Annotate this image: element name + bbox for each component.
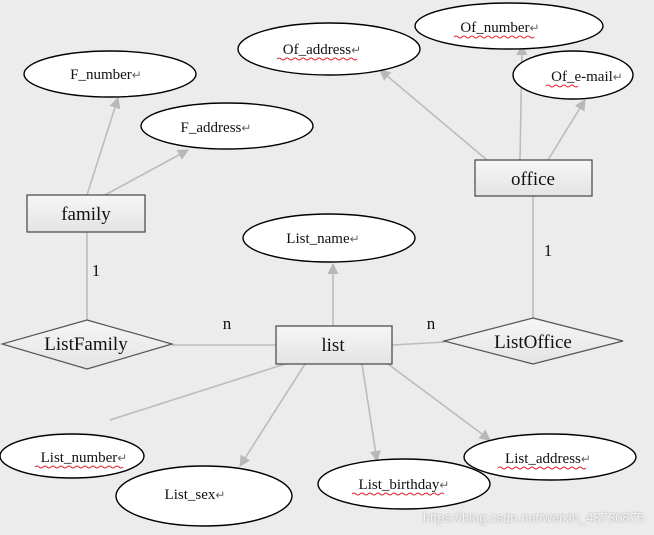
attr-of-email [512, 50, 634, 100]
paragraph-mark: ↵ [132, 68, 142, 82]
attr-list-number [0, 433, 145, 479]
line-office-ofemail [547, 99, 586, 161]
attr-list-number-label: List_number↵ [41, 450, 128, 466]
attr-f-number-text: F_number [70, 67, 132, 83]
attr-f-number [23, 50, 197, 98]
attr-list-address [463, 433, 637, 481]
cardinality-office: 1 [544, 241, 553, 260]
attr-of-number-label: Of_number↵ [460, 20, 539, 36]
attr-of-email-label: Of_e-mail↵ [551, 69, 623, 85]
paragraph-mark: ↵ [613, 70, 623, 84]
attr-f-address-text: F_address [181, 120, 242, 136]
paragraph-mark: ↵ [439, 478, 449, 492]
line-family-fnumber [86, 96, 121, 196]
attr-of-address-label: Of_address↵ [283, 42, 361, 58]
attr-of-email-text: Of_e-mail [551, 69, 613, 85]
line-family-faddress [104, 149, 189, 196]
line-list-listsex [239, 363, 306, 467]
attr-list-name-label: List_name↵ [286, 231, 359, 247]
relationship-listfamily [0, 319, 175, 370]
paragraph-mark: ↵ [530, 21, 540, 35]
attr-list-birthday [317, 458, 491, 510]
attr-of-address-text: Of_address [283, 42, 351, 58]
attr-list-sex [115, 465, 293, 527]
line-office-ofaddress [379, 69, 488, 161]
paragraph-mark: ↵ [350, 232, 360, 246]
attr-f-address-label: F_address↵ [181, 120, 252, 136]
attr-list-address-label: List_address↵ [505, 451, 591, 467]
paragraph-mark: ↵ [581, 452, 591, 466]
attr-list-name-text: List_name [286, 231, 350, 247]
relationship-listfamily-label: ListFamily [44, 334, 128, 355]
line-list-listoffice [391, 341, 446, 346]
attr-of-address [237, 22, 421, 76]
entity-family [26, 194, 146, 233]
attr-list-sex-label: List_sex↵ [165, 487, 226, 503]
line-list-listbirthday [361, 363, 381, 463]
attr-list-number-text: List_number [41, 450, 118, 466]
attr-f-number-label: F_number↵ [70, 67, 142, 83]
paragraph-mark: ↵ [117, 451, 127, 465]
attr-list-address-text: List_address [505, 451, 581, 467]
line-list-listaddress [387, 363, 491, 441]
attr-list-birthday-label: List_birthday↵ [359, 477, 450, 493]
relationship-listoffice [441, 317, 624, 365]
line-list-listnumber [109, 363, 286, 421]
paragraph-mark: ↵ [351, 43, 361, 57]
attr-of-number-text: Of_number [460, 20, 529, 36]
entity-office-label: office [511, 169, 555, 190]
attr-list-birthday-text: List_birthday [359, 477, 440, 493]
cardinality-list-office: n [427, 314, 436, 333]
attr-list-sex-text: List_sex [165, 487, 216, 503]
entity-list [275, 325, 393, 365]
spellcheck-squiggles [34, 35, 587, 496]
attr-f-address [140, 102, 314, 150]
entity-family-label: family [61, 204, 111, 225]
attr-list-name [242, 213, 416, 263]
entity-list-label: list [321, 335, 345, 356]
paragraph-mark: ↵ [241, 121, 251, 135]
cardinality-list-family: n [223, 314, 232, 333]
watermark: https://blog.csdn.net/weixin_43730875 [422, 510, 644, 525]
entity-office [474, 159, 593, 197]
paragraph-mark: ↵ [215, 488, 225, 502]
cardinality-family: 1 [92, 261, 101, 280]
relationship-listoffice-label: ListOffice [494, 332, 572, 353]
